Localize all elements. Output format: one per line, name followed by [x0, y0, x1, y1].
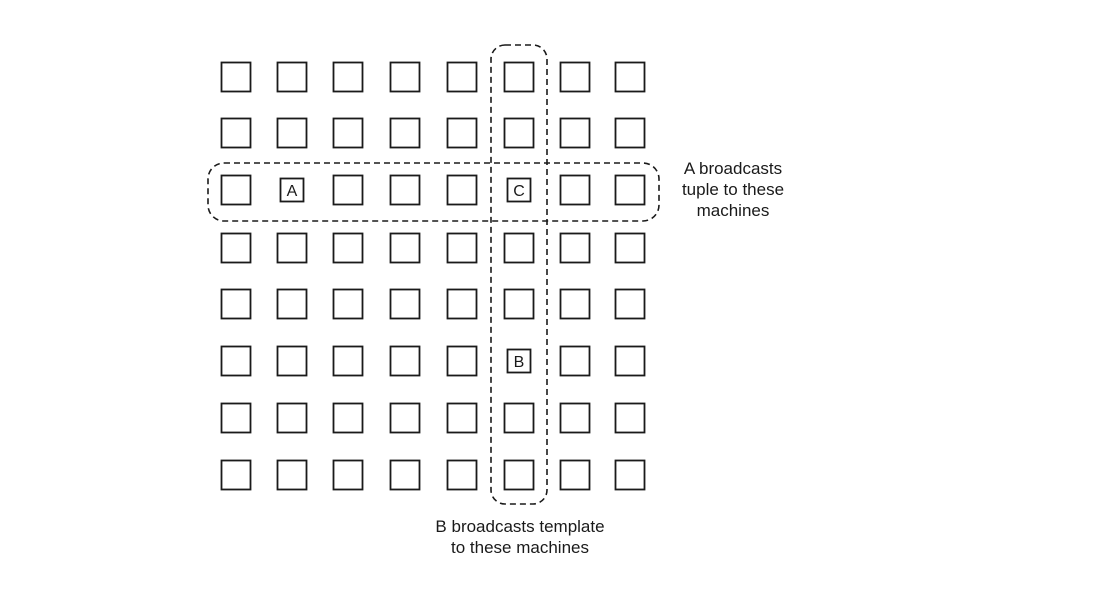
row-caption-line-2: tuple to these [681, 180, 785, 199]
machine-node [503, 288, 535, 320]
machine-node [220, 459, 252, 491]
row-caption-line-1: A broadcasts [683, 159, 783, 178]
machine-node [220, 402, 252, 434]
machine-node [559, 232, 591, 264]
machine-node [332, 117, 364, 149]
machine-node [332, 402, 364, 434]
machine-node [220, 288, 252, 320]
machine-node [503, 232, 535, 264]
machine-node-label: B [514, 354, 525, 371]
column-broadcast-caption: B broadcasts template to these machines [400, 516, 640, 558]
machine-node [503, 459, 535, 491]
machine-node [389, 459, 421, 491]
row-broadcast-caption: A broadcasts tuple to these machines [668, 158, 798, 221]
machine-node [559, 402, 591, 434]
machine-node [276, 459, 308, 491]
machine-node [389, 232, 421, 264]
machine-node-b [506, 348, 532, 374]
machine-node-label: C [513, 183, 525, 200]
machine-node [389, 345, 421, 377]
machine-node [389, 117, 421, 149]
machine-node [614, 288, 646, 320]
machine-node [559, 117, 591, 149]
machine-node [389, 61, 421, 93]
machine-node [220, 232, 252, 264]
machine-node [614, 402, 646, 434]
machine-node [276, 402, 308, 434]
machine-node [332, 61, 364, 93]
column-broadcast-group [490, 44, 548, 505]
machine-node [614, 345, 646, 377]
machine-node [559, 459, 591, 491]
machine-node [276, 117, 308, 149]
machine-node [276, 232, 308, 264]
machine-node [332, 345, 364, 377]
machine-node-c [506, 177, 532, 203]
column-caption-line-1: B broadcasts template [435, 517, 605, 536]
machine-node [559, 61, 591, 93]
machine-node [446, 117, 478, 149]
machine-node [503, 402, 535, 434]
machine-node [446, 402, 478, 434]
machine-node [332, 232, 364, 264]
machine-node [276, 288, 308, 320]
column-caption-line-2: to these machines [451, 538, 589, 557]
machine-node [559, 345, 591, 377]
machine-node [332, 288, 364, 320]
machine-node [389, 174, 421, 206]
machine-grid: A C B [220, 61, 646, 491]
machine-node [220, 345, 252, 377]
machine-node [389, 288, 421, 320]
machine-node [220, 174, 252, 206]
machine-node [559, 288, 591, 320]
machine-node [446, 174, 478, 206]
row-broadcast-group [207, 162, 660, 222]
machine-node [332, 174, 364, 206]
machine-node [446, 61, 478, 93]
machine-node [614, 232, 646, 264]
machine-node [614, 174, 646, 206]
machine-node-label: A [287, 183, 298, 200]
machine-node [503, 117, 535, 149]
machine-node [220, 61, 252, 93]
machine-node [220, 117, 252, 149]
machine-node [446, 459, 478, 491]
machine-node [276, 61, 308, 93]
machine-node [614, 117, 646, 149]
machine-node [446, 232, 478, 264]
machine-node [614, 61, 646, 93]
machine-node-a [279, 177, 305, 203]
machine-node [559, 174, 591, 206]
machine-node [332, 459, 364, 491]
machine-node [276, 345, 308, 377]
machine-node [446, 288, 478, 320]
machine-node [614, 459, 646, 491]
machine-node [389, 402, 421, 434]
row-caption-line-3: machines [696, 201, 770, 220]
machine-node [446, 345, 478, 377]
machine-node [503, 61, 535, 93]
